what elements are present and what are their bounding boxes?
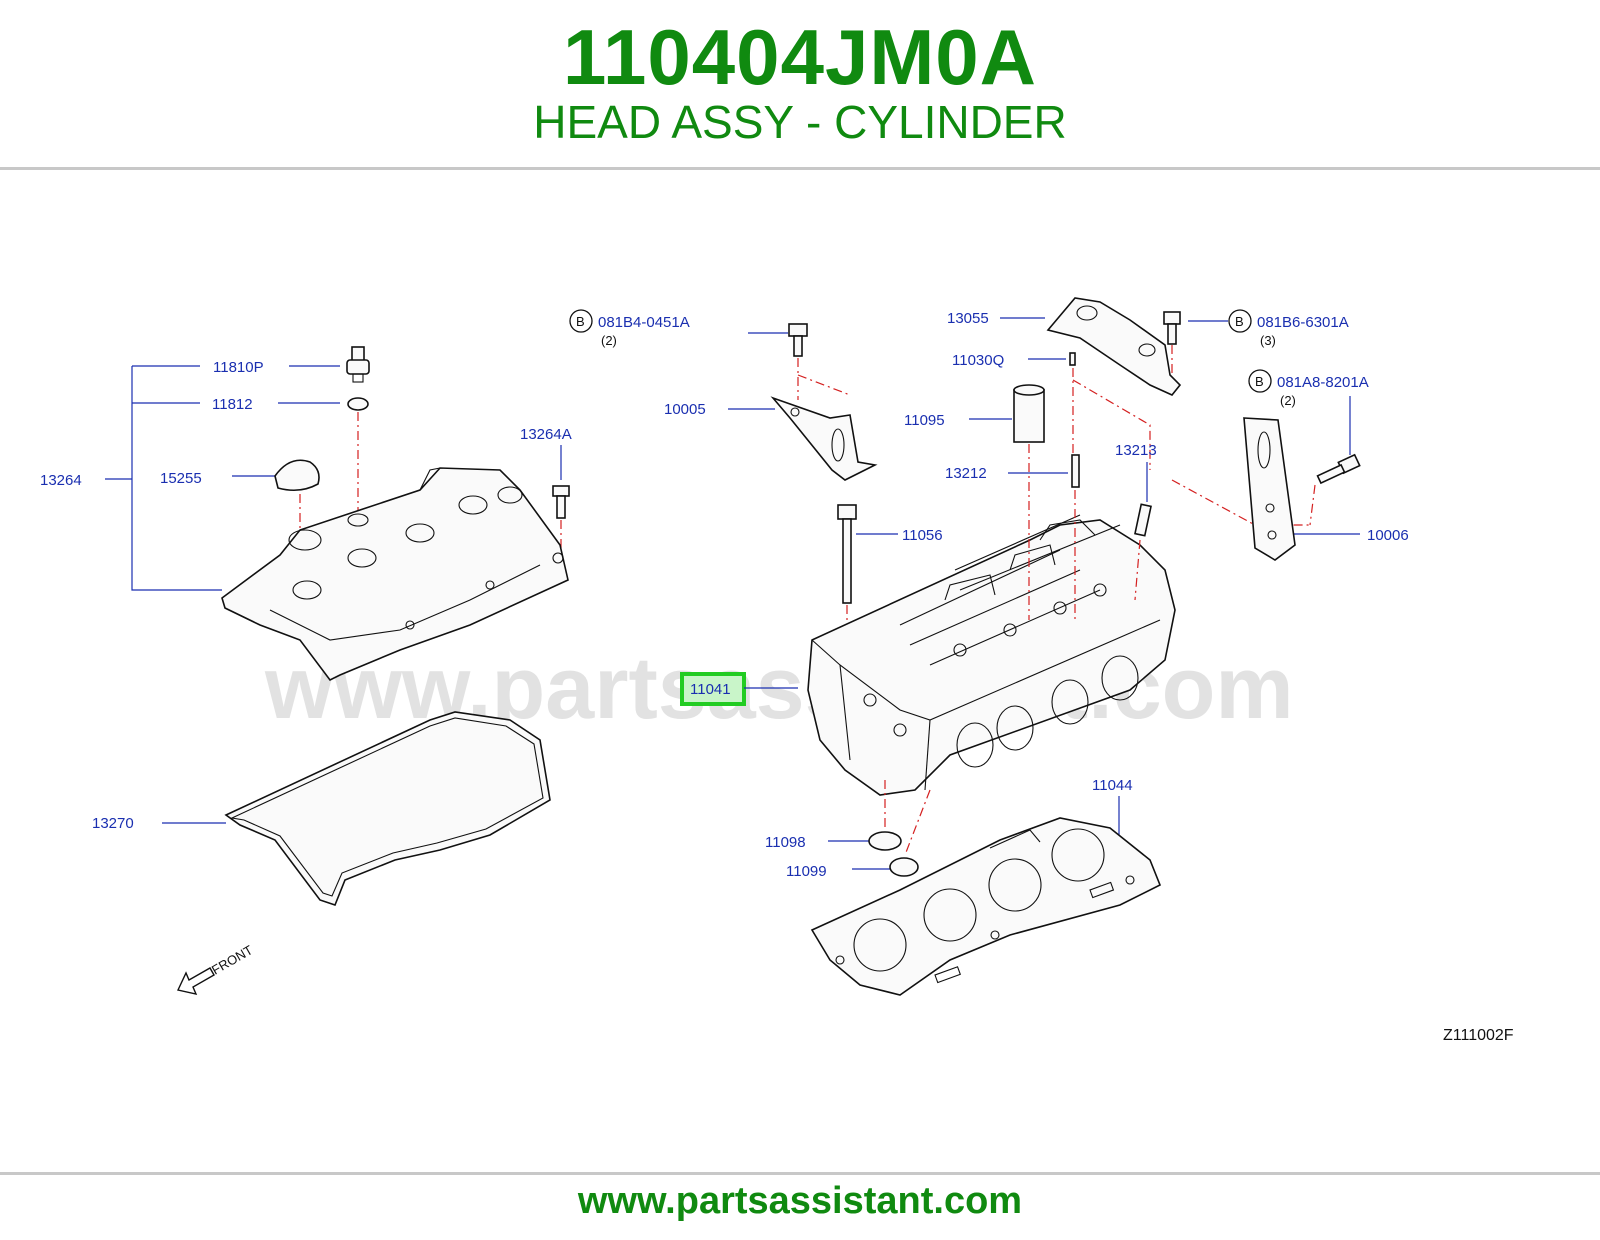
- callout-11030Q[interactable]: 11030Q: [952, 352, 1004, 369]
- cover-bolt-drawing: [1163, 311, 1181, 345]
- front-arrow-icon: [176, 967, 215, 995]
- svg-text:081A8-8201A: 081A8-8201A: [1277, 374, 1369, 391]
- bracket-10005-drawing: [770, 396, 878, 481]
- pin-13212-drawing: [1071, 454, 1080, 488]
- cylinder-head-drawing: [807, 514, 1176, 796]
- callout-11095[interactable]: 11095: [904, 412, 945, 429]
- svg-text:(3): (3): [1260, 333, 1276, 348]
- oil-filler-cap-drawing: [346, 346, 370, 383]
- svg-text:(2): (2): [1280, 393, 1296, 408]
- front-label: FRONT: [209, 942, 255, 977]
- svg-text:(2): (2): [601, 333, 617, 348]
- callout-11098[interactable]: 11098: [765, 834, 806, 851]
- bolt-ref-081B4-0451A[interactable]: B 081B4-0451A (2): [569, 309, 690, 348]
- header-divider: [0, 167, 1600, 170]
- callout-13213[interactable]: 13213: [1115, 442, 1157, 459]
- callout-11810P[interactable]: 11810P: [213, 359, 264, 376]
- rocker-cover-bolt-drawing: [552, 485, 570, 519]
- seal-11098-drawing: [868, 831, 902, 851]
- bracket-bolt-10006-drawing: [1316, 453, 1361, 485]
- callout-13264A[interactable]: 13264A: [520, 426, 572, 443]
- baffle-cap-drawing: [274, 459, 320, 492]
- callout-11056[interactable]: 11056: [902, 527, 943, 544]
- dowel-pin-drawing: [1069, 352, 1076, 366]
- rocker-cover-drawing: [221, 467, 569, 682]
- callout-11812[interactable]: 11812: [212, 396, 253, 413]
- callout-11099[interactable]: 11099: [786, 863, 827, 880]
- svg-text:081B6-6301A: 081B6-6301A: [1257, 314, 1349, 331]
- svg-text:B: B: [1255, 374, 1264, 389]
- part-number: 110404JM0A: [562, 13, 1038, 101]
- footer-url-link[interactable]: www.partsassistant.com: [577, 1180, 1023, 1222]
- head-gasket-drawing: [810, 817, 1162, 996]
- callout-10006[interactable]: 10006: [1367, 527, 1409, 544]
- callout-11044[interactable]: 11044: [1092, 777, 1133, 794]
- sleeve-11095-drawing: [1013, 384, 1045, 443]
- header: 110404JM0A HEAD ASSY - CYLINDER: [0, 0, 1600, 170]
- callout-13212[interactable]: 13212: [945, 465, 987, 482]
- bracket-13264: [105, 365, 222, 591]
- bracket-bolt-drawing: [788, 323, 808, 357]
- footer-divider: [0, 1172, 1600, 1175]
- bracket-10006-drawing: [1243, 417, 1296, 561]
- part-title: HEAD ASSY - CYLINDER: [533, 96, 1067, 148]
- svg-text:081B4-0451A: 081B4-0451A: [598, 314, 690, 331]
- callout-13055[interactable]: 13055: [947, 310, 989, 327]
- callout-10005[interactable]: 10005: [664, 401, 706, 418]
- head-bolt-drawing: [837, 504, 857, 604]
- seal-11099-drawing: [889, 857, 919, 877]
- svg-text:B: B: [576, 314, 585, 329]
- rocker-cover-gasket-drawing: [224, 711, 551, 906]
- bolt-ref-081B6-6301A[interactable]: B 081B6-6301A (3): [1228, 309, 1349, 348]
- callout-13264[interactable]: 13264: [40, 472, 82, 489]
- seal-drawing: [347, 397, 369, 411]
- guide-13213-drawing: [1134, 503, 1152, 537]
- highlight-box: [680, 672, 746, 706]
- svg-text:B: B: [1235, 314, 1244, 329]
- bolt-ref-081A8-8201A[interactable]: B 081A8-8201A (2): [1248, 369, 1369, 408]
- callout-15255[interactable]: 15255: [160, 470, 202, 487]
- cover-13055-drawing: [1046, 297, 1182, 396]
- callout-11041[interactable]: 11041: [690, 681, 731, 698]
- diagram-code: Z111002F: [1443, 1027, 1514, 1044]
- callout-13270[interactable]: 13270: [92, 815, 134, 832]
